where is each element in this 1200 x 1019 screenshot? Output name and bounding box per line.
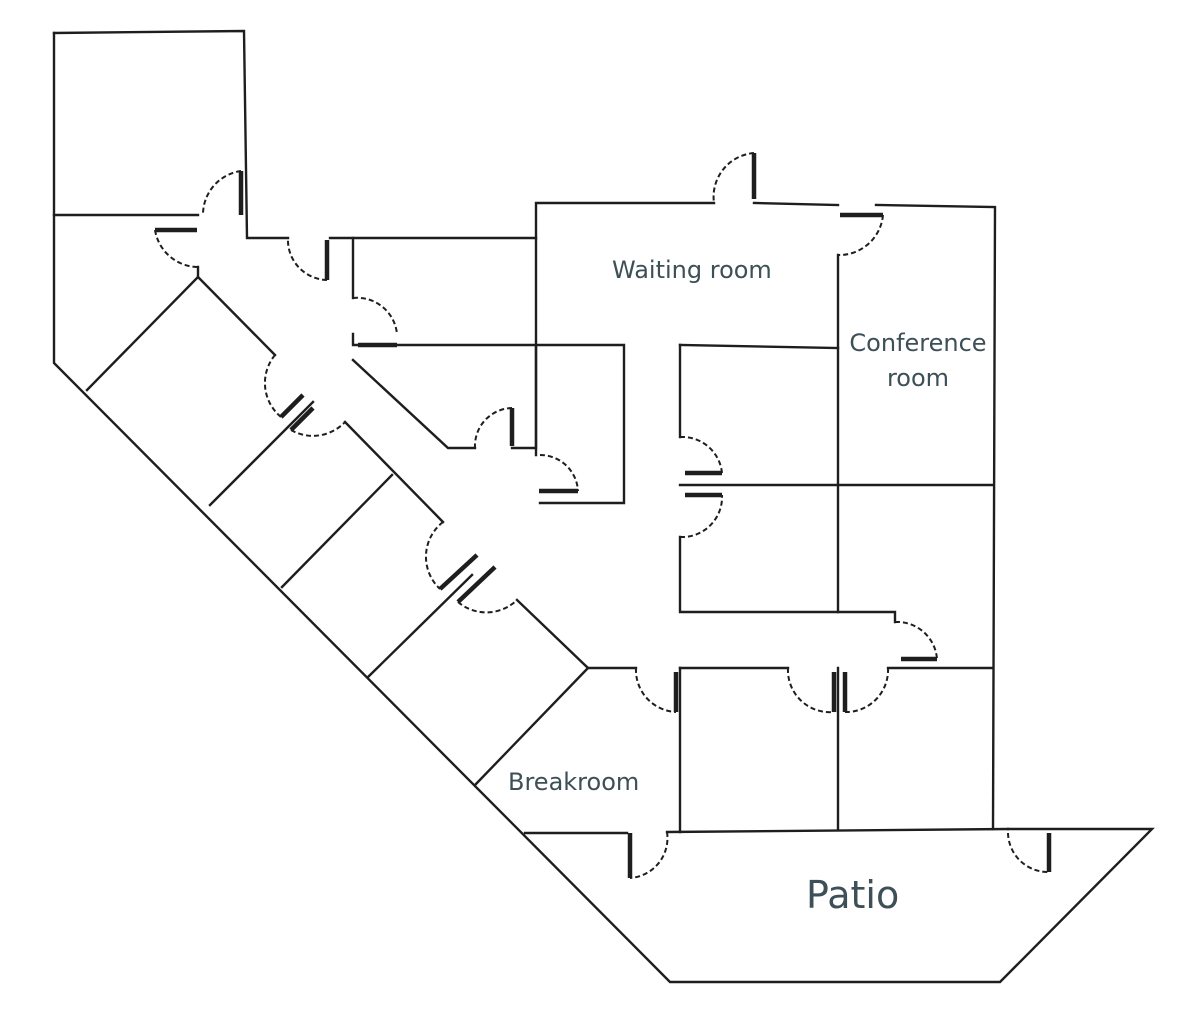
wall-segment [874,203,997,831]
door-swing-arc [425,521,444,590]
door-swing-arc [352,296,398,335]
door-swing-arc [263,354,282,418]
wall-segment [752,201,840,207]
door-swing-arc [786,667,835,714]
conference-label-line1: Conference [849,329,987,357]
door-swing-arc [629,831,669,879]
door-swing-arc [894,620,938,660]
wall-segment [280,473,394,589]
door-leaves [155,153,1052,878]
door-swing-arc [473,407,513,449]
wall-segment [52,31,1155,984]
door-swing-arc [712,152,755,204]
door-swing-arc [679,494,724,539]
door-leaf [289,406,315,432]
door-swing-arc [154,229,199,268]
wall-segment [85,265,200,392]
wall-segment [510,201,716,450]
walls [52,29,1155,984]
door-swing-arc [457,599,518,614]
room-label-conference-room: Conference room [843,326,993,396]
wall-segment [351,332,626,505]
conference-label-line2: room [886,363,950,392]
door-swing-arc [539,453,579,492]
wall-segment [473,666,590,787]
door-swing-arc [1007,832,1050,874]
door-leaf [438,553,479,591]
wall-segment [208,400,315,507]
wall-segment [366,573,474,679]
door-swing-arc [201,170,242,216]
wall-segment [665,827,1010,834]
room-label-patio: Patio [806,873,900,917]
room-label-breakroom: Breakroom [508,768,640,796]
wall-segment [52,29,290,240]
wall-segment [196,275,277,357]
room-label-waiting-room: Waiting room [612,256,772,284]
wall-segment [678,343,840,350]
wall-segment [343,420,445,524]
door-swings [154,152,1050,879]
door-swing-arc [634,667,677,713]
wall-segment [351,358,477,450]
wall-segment [515,598,638,670]
door-swing-arc [286,237,328,281]
door-swing-arc [844,667,890,714]
door-swing-arc [837,214,884,257]
door-swing-arc [679,435,723,474]
wall-segment [678,535,897,624]
door-leaf [456,565,497,604]
door-leaf [279,393,305,419]
door-swing-arc [290,421,346,437]
